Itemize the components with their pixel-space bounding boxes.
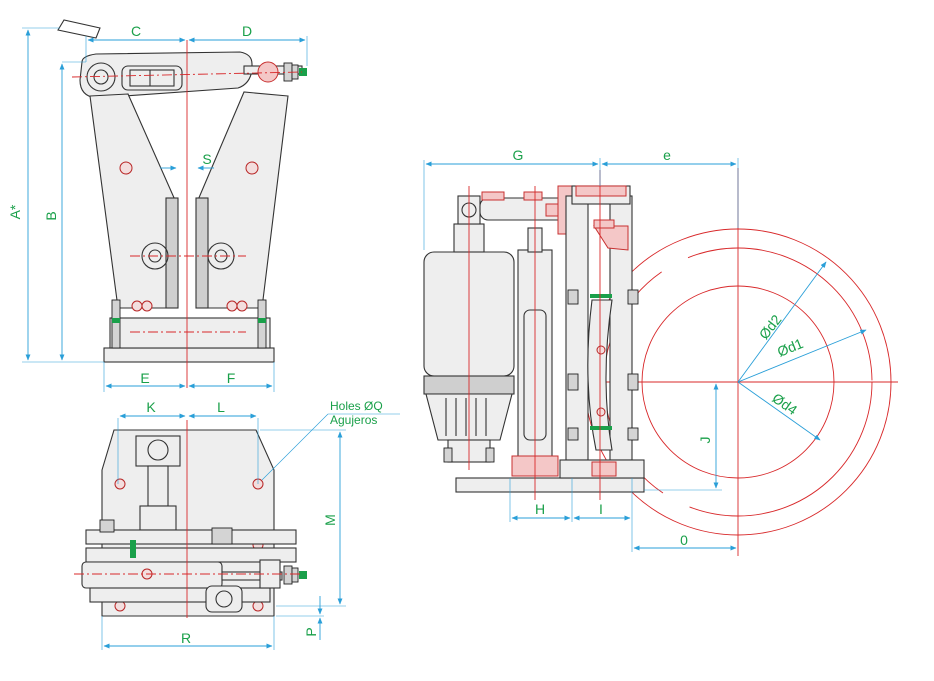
label-I: I — [599, 501, 603, 517]
side-view: G e H I 0 J Ød2 Ød1 Ød4 — [423, 147, 898, 556]
label-L: L — [217, 399, 225, 415]
label-d2: Ød2 — [756, 311, 785, 342]
label-M: M — [322, 514, 338, 526]
label-P: P — [303, 627, 319, 636]
lever-spring-housing — [121, 65, 183, 91]
left-brake-arm — [89, 93, 176, 309]
label-D: D — [242, 23, 252, 39]
label-J: J — [697, 437, 713, 444]
holes-note-line2: Agujeros — [330, 413, 377, 427]
side-base — [455, 477, 645, 493]
holes-note-line1: Holes ØQ — [330, 399, 383, 413]
rod-hatched-nut — [257, 61, 279, 83]
label-B: B — [43, 211, 59, 220]
upright-left — [565, 195, 589, 461]
label-O: 0 — [680, 532, 688, 548]
label-F: F — [227, 370, 236, 386]
plan-view: K L R M P Holes ØQ Agujeros — [74, 399, 400, 650]
front-view: A* B C D E F S — [7, 19, 308, 392]
base-plate — [103, 347, 275, 363]
label-G: G — [513, 147, 524, 163]
label-A: A* — [7, 204, 23, 219]
label-H: H — [535, 501, 545, 517]
label-e: e — [663, 147, 671, 163]
label-K: K — [146, 399, 156, 415]
plan-shoe-bar — [85, 529, 297, 545]
right-brake-arm — [197, 91, 289, 309]
label-E: E — [140, 370, 149, 386]
left-lining — [165, 197, 179, 309]
label-S: S — [202, 151, 211, 167]
label-C: C — [131, 23, 141, 39]
right-lining — [195, 197, 209, 309]
release-handle — [57, 19, 101, 39]
label-d4: Ød4 — [769, 390, 800, 418]
label-R: R — [181, 630, 191, 646]
